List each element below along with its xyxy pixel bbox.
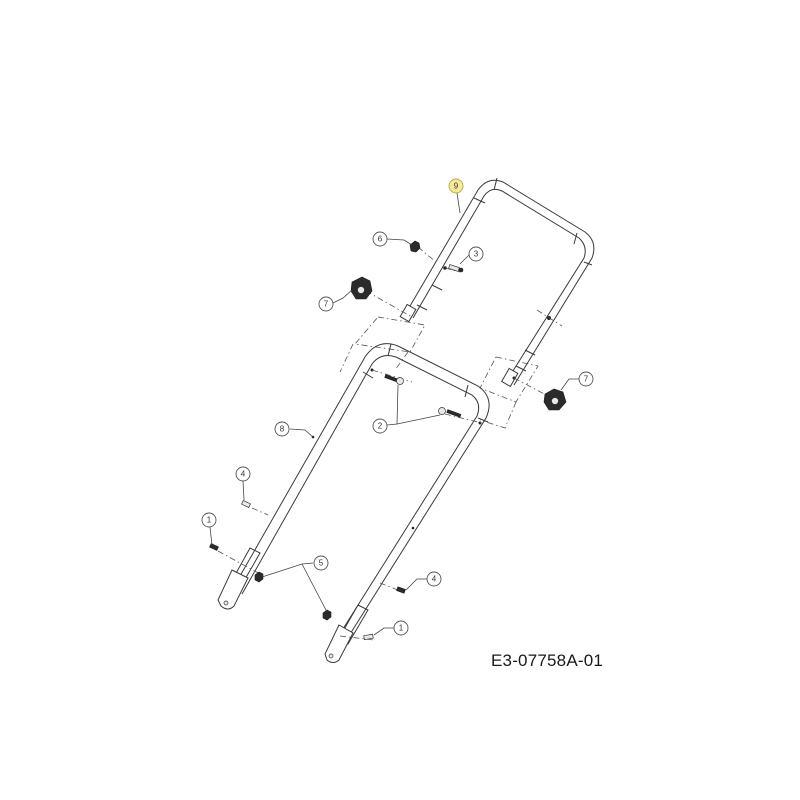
svg-text:4: 4 (432, 575, 437, 584)
callout-1-left[interactable]: 1 (201, 512, 217, 528)
callout-2[interactable]: 2 (372, 418, 388, 434)
callout-1-right[interactable]: 1 (393, 620, 409, 636)
handle-knob-part-7-right[interactable] (543, 388, 567, 411)
callout-4-left[interactable]: 4 (235, 466, 251, 482)
callout-5[interactable]: 5 (313, 555, 329, 571)
svg-text:5: 5 (319, 559, 324, 568)
carriage-bolt-part-3[interactable] (448, 264, 464, 273)
svg-text:6: 6 (378, 235, 383, 244)
svg-text:8: 8 (280, 425, 285, 434)
screw-part-4-right[interactable] (396, 586, 406, 594)
svg-text:7: 7 (584, 375, 589, 384)
callout-3[interactable]: 3 (468, 246, 484, 262)
nut-part-5-right[interactable] (322, 609, 332, 621)
upper-handle[interactable] (399, 177, 595, 388)
svg-text:1: 1 (399, 624, 404, 633)
callout-9-upper-handle[interactable]: 9 (448, 178, 464, 194)
bolt-part-1-left[interactable] (209, 543, 219, 551)
callout-7-left[interactable]: 7 (318, 296, 334, 312)
svg-text:7: 7 (324, 300, 329, 309)
handle-knob-part-7-left[interactable] (350, 276, 373, 300)
callout-7-right[interactable]: 7 (578, 371, 594, 387)
callout-6[interactable]: 6 (372, 231, 388, 247)
svg-text:9: 9 (454, 182, 459, 191)
callout-4-right[interactable]: 4 (426, 571, 442, 587)
svg-text:4: 4 (241, 470, 246, 479)
bolt-part-1-right[interactable] (363, 633, 374, 641)
svg-text:3: 3 (474, 250, 479, 259)
svg-text:2: 2 (378, 422, 383, 431)
drawing-number: E3-07758A-01 (491, 651, 604, 670)
handle-pin-part-2-right[interactable] (438, 407, 462, 418)
screw-part-4-left[interactable] (241, 500, 251, 508)
handle-pin-part-2-left[interactable] (384, 374, 404, 385)
callout-8-lower-handle[interactable]: 8 (274, 421, 290, 437)
clip-nut-part-6[interactable] (409, 240, 421, 253)
nut-part-5-left[interactable] (254, 571, 264, 583)
lower-handle[interactable] (217, 343, 490, 663)
svg-text:1: 1 (207, 516, 212, 525)
